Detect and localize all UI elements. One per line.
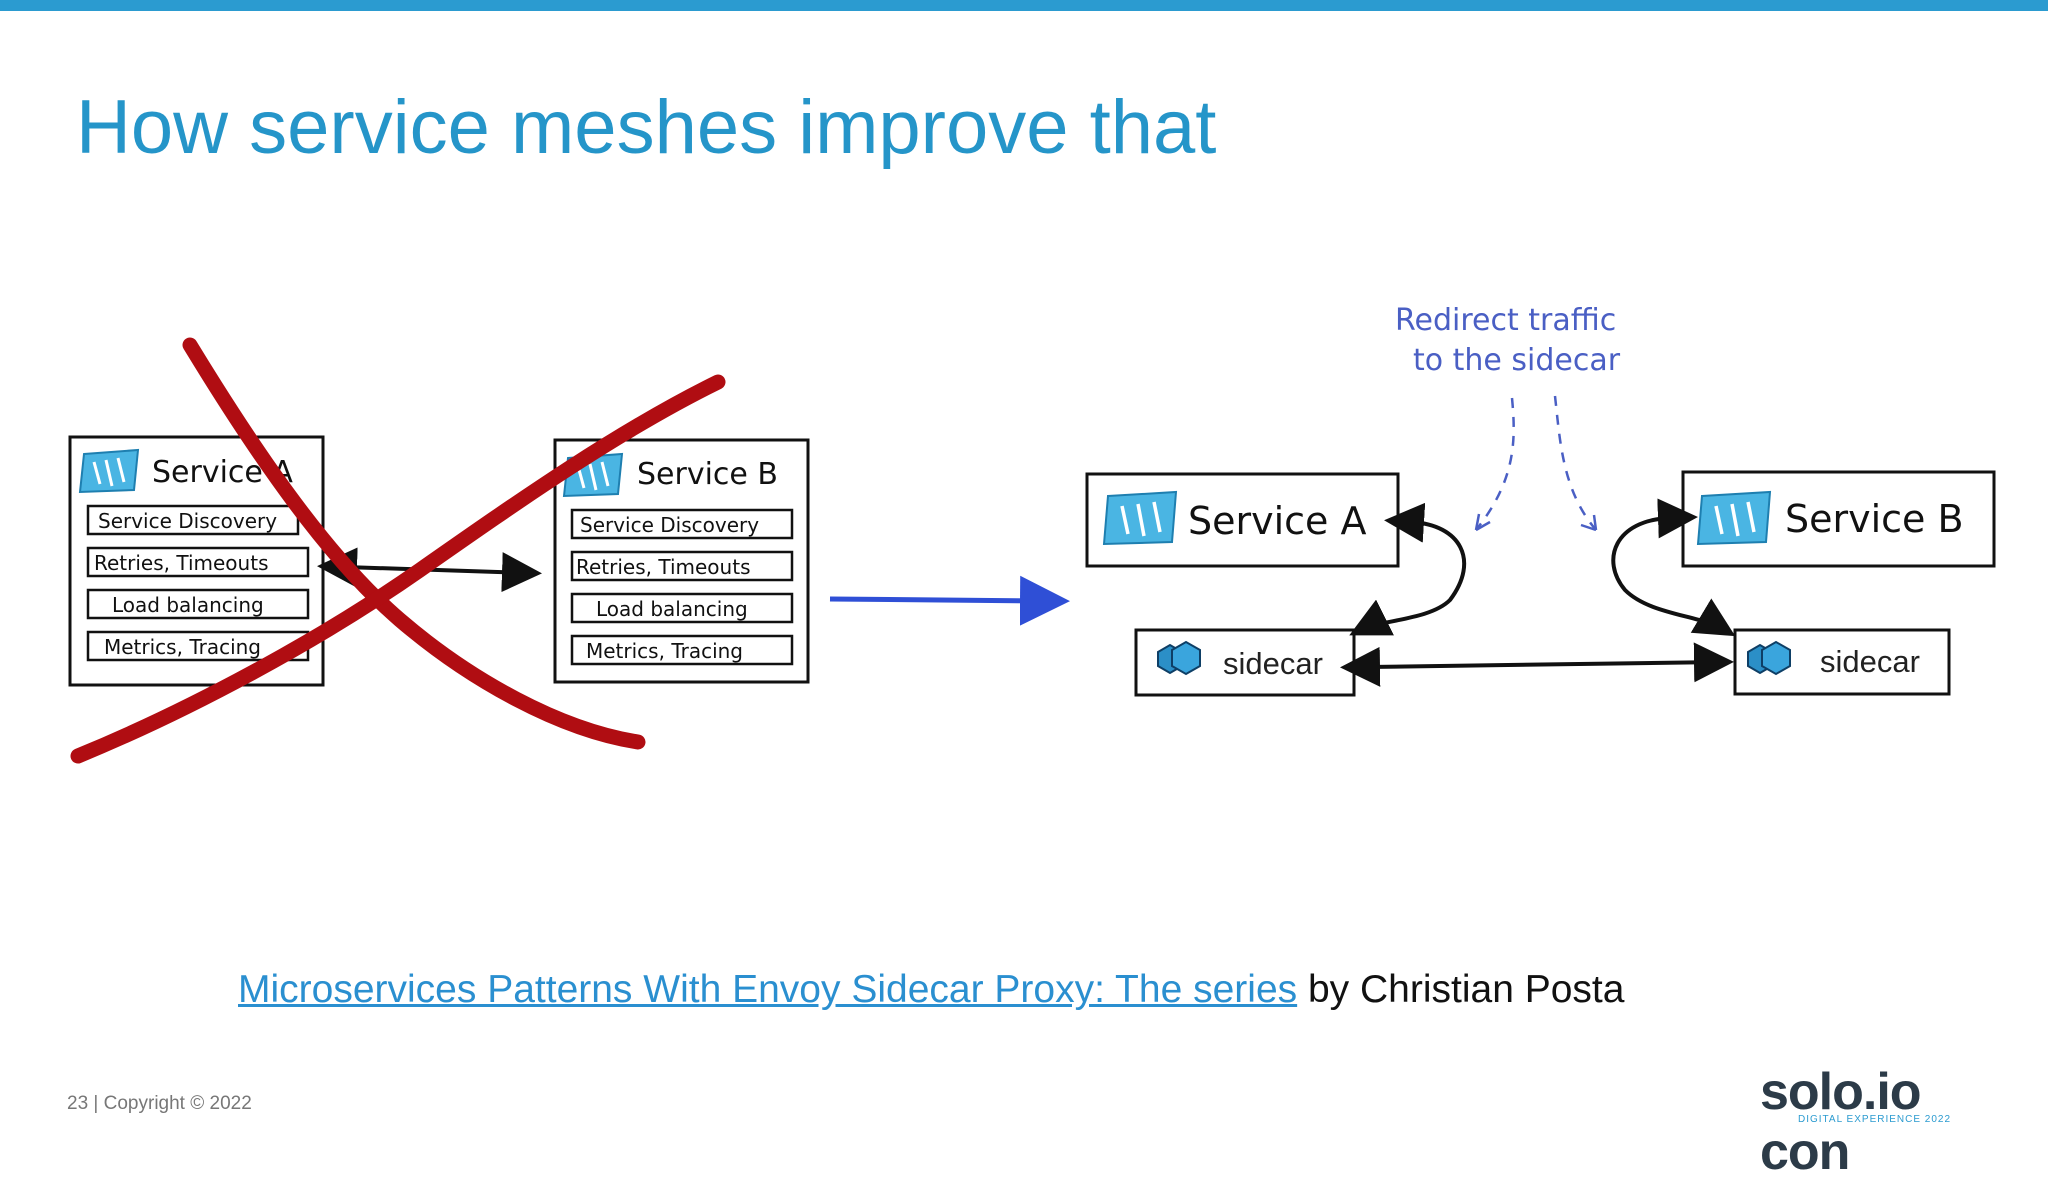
annotation-line-1: Redirect traffic (1395, 303, 1616, 338)
transition-arrow (829, 575, 1070, 626)
after-sidecar-a: sidecar (1134, 628, 1356, 697)
after-sidecar-a-label: sidecar (1223, 646, 1323, 681)
before-b-feature-2: Retries, Timeouts (576, 555, 750, 579)
top-accent-bar (0, 0, 2048, 11)
red-cross-mark (70, 337, 726, 764)
hexagon-icon (1157, 640, 1201, 676)
logo-subtext: DIGITAL EXPERIENCE 2022 (1798, 1114, 1952, 1125)
footer-separator: | (93, 1093, 99, 1114)
before-b-feature-3: Load balancing (596, 597, 748, 621)
slide-title: How service meshes improve that (76, 85, 1217, 170)
citation-author: by Christian Posta (1297, 968, 1625, 1011)
copyright-text: Copyright © 2022 (103, 1093, 252, 1114)
after-service-b-label: Service B (1785, 497, 1964, 541)
citation-link[interactable]: Microservices Patterns With Envoy Sideca… (238, 968, 1298, 1011)
before-service-b-label: Service B (637, 457, 778, 492)
after-sidecar-b-label: sidecar (1820, 644, 1920, 679)
before-a-feature-4: Metrics, Tracing (104, 635, 261, 659)
hexagon-icon (1747, 640, 1791, 676)
solo-con-logo: solo.io con DIGITAL EXPERIENCE 2022 (1760, 1062, 1990, 1181)
service-icon (1696, 490, 1772, 546)
after-sidecar-b: sidecar (1733, 628, 1951, 696)
citation: Microservices Patterns With Envoy Sideca… (238, 968, 1624, 1012)
after-service-b: Service B (1681, 470, 1996, 568)
before-service-b: Service B Service Discovery Retries, Tim… (553, 438, 810, 684)
redirect-annotation: Redirect traffic to the sidecar (1395, 303, 1621, 532)
service-icon (1102, 490, 1178, 546)
before-a-feature-3: Load balancing (112, 593, 264, 617)
before-b-feature-1: Service Discovery (580, 513, 759, 537)
page-number: 23 (67, 1093, 89, 1114)
before-direct-arrow (317, 547, 542, 593)
annotation-line-2: to the sidecar (1413, 343, 1621, 378)
before-a-feature-2: Retries, Timeouts (94, 551, 268, 575)
before-b-feature-4: Metrics, Tracing (586, 639, 743, 663)
service-icon (78, 448, 140, 494)
after-service-a: Service A (1085, 472, 1400, 568)
after-service-a-label: Service A (1188, 499, 1367, 543)
service-mesh-diagram: Service A Service Discovery Retries, Tim… (68, 303, 1996, 764)
after-connection-arrows (1340, 498, 1736, 687)
slide-footer: 23 | Copyright © 2022 (67, 1093, 252, 1115)
before-a-feature-1: Service Discovery (98, 509, 277, 533)
